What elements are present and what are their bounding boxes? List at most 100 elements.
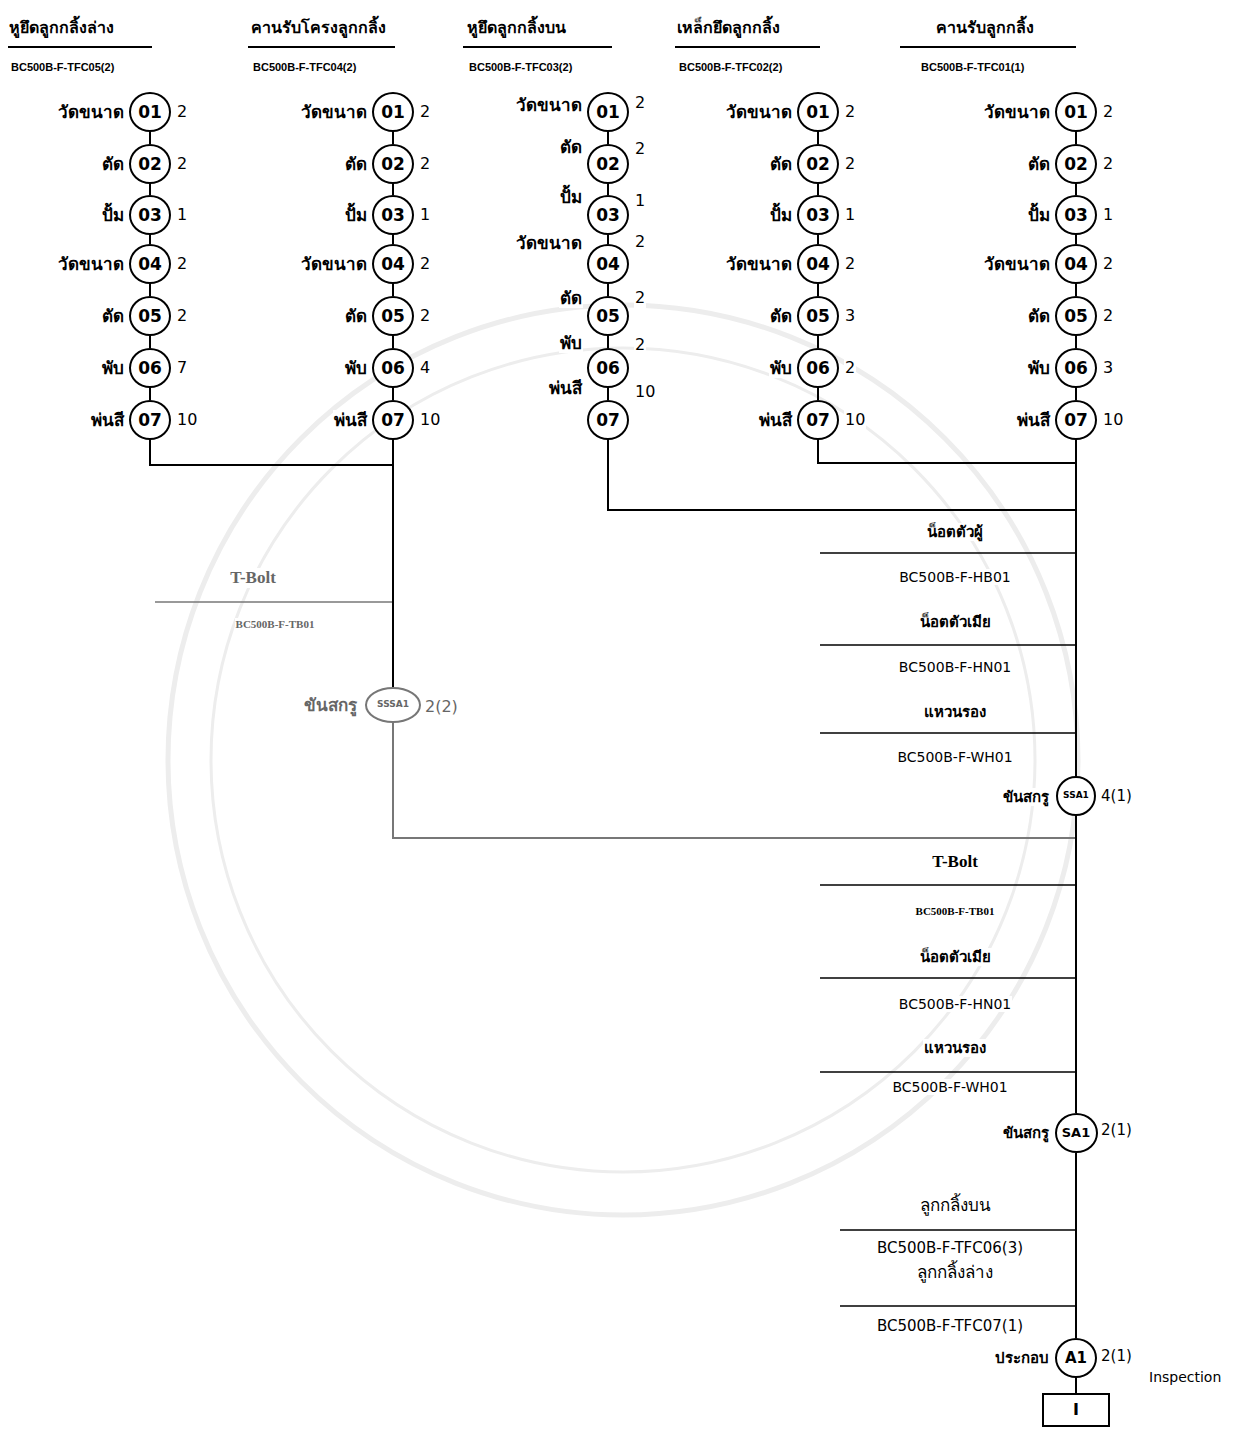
heading-line [8,46,152,48]
time-value: 2 [419,154,431,173]
node-text: 05 [138,307,162,326]
time-value: 2 [844,102,856,121]
node-text: 01 [806,103,830,122]
operation-name: ตัด [101,306,125,326]
operation-circle: 01 [587,92,629,132]
material-line [820,977,1076,979]
flow-line [817,235,819,244]
time-value: 1 [844,205,856,224]
operation-name: ตัด [1027,306,1051,326]
operation-circle: 03 [1055,195,1097,235]
flow-line [1075,336,1077,348]
node-text: SA1 [1062,1126,1090,1140]
material-label: T-Bolt [229,568,277,588]
time-value: 2 [176,306,188,325]
material-lines [155,553,1076,1306]
flow-line [608,440,1076,776]
part-code: BC500B-F-TFC02(2) [678,61,783,74]
material-label: BC500B-F-TFC07(1) [876,1317,1024,1335]
flow-line [1075,184,1077,195]
flow-line [149,184,151,195]
node-text: 03 [596,206,620,225]
material-label: ขันสกรู [1002,788,1050,806]
material-label: แหวนรอง [923,1039,987,1057]
operation-name: วัดขนาด [57,254,125,274]
node-text: 07 [1064,411,1088,430]
material-line [820,552,1076,554]
operation-name: พับ [559,333,583,353]
operation-circle: 03 [129,195,171,235]
flow-line [392,184,394,195]
part-code: BC500B-F-TFC01(1) [920,61,1025,74]
time-value: 10 [844,410,866,429]
flow-line [607,184,609,195]
time-value: 1 [176,205,188,224]
node-text: 04 [806,255,830,274]
time-value: 2 [844,254,856,273]
material-label: ขันสกรู [1002,1124,1050,1142]
material-label: 2(2) [424,697,459,716]
operation-circle: 02 [129,144,171,184]
operation-circle: 05 [372,296,414,336]
operation-name: วัดขนาด [515,233,583,253]
flow-line [607,235,609,244]
time-value: 10 [419,410,441,429]
operation-name: ปั้ม [559,187,583,207]
node-text: 02 [138,155,162,174]
material-label: น็อตตัวเมีย [919,948,992,966]
node-text: 01 [596,103,620,122]
heading-lines [8,46,1076,48]
operation-name: วัดขนาด [725,254,793,274]
flow-line [393,723,1076,1113]
time-value: 2 [419,306,431,325]
operation-circle: 07 [372,400,414,440]
operation-circle: 07 [1055,400,1097,440]
time-value: 2 [844,154,856,173]
operation-name: ปั้ม [101,205,125,225]
flow-line [818,440,1076,776]
node-text: 05 [806,307,830,326]
operation-circle: 07 [587,400,629,440]
node-text: 03 [138,206,162,225]
material-label: BC500B-F-TB01 [915,905,996,918]
flow-line [149,284,151,296]
time-value: 3 [844,306,856,325]
time-value: 2 [634,335,646,354]
operation-name: ปั้ม [1027,205,1051,225]
material-label: T-Bolt [931,852,979,872]
part-code: BC500B-F-TFC03(2) [468,61,573,74]
operation-circle: 04 [129,244,171,284]
material-label: น็อตตัวผู้ [926,523,984,541]
time-value: 10 [176,410,198,429]
time-value: 2 [634,93,646,112]
part-code: BC500B-F-TFC05(2) [10,61,115,74]
node-text: 07 [596,411,620,430]
operation-circle: 07 [797,400,839,440]
node-text: 04 [596,255,620,274]
flow-line [607,336,609,348]
time-value: 2 [844,358,856,377]
material-label: ลูกกลิ้งล่าง [916,1262,994,1282]
material-label: น็อตตัวเมีย [919,613,992,631]
part-name: หูยึดลูกกลิ้งล่าง [8,18,115,37]
node-text: 05 [1064,307,1088,326]
heading-line [675,46,820,48]
operation-name: ตัด [559,288,583,308]
material-label: 4(1) [1100,787,1133,805]
node-text: 06 [596,359,620,378]
part-name: คานรับโครงลูกกลิ้ง [250,18,387,37]
heading-line [248,46,395,48]
time-value: 1 [419,205,431,224]
flow-line [392,440,394,687]
time-value: 2 [176,154,188,173]
operation-name: วัดขนาด [983,254,1051,274]
material-label: BC500B-F-WH01 [896,749,1013,766]
material-line [820,884,1076,886]
flow-line [817,284,819,296]
node-text: 02 [1064,155,1088,174]
flow-line [392,132,394,144]
flow-line [392,235,394,244]
material-label: ลูกกลิ้งบน [919,1195,992,1215]
watermark-ring [168,305,1078,1215]
